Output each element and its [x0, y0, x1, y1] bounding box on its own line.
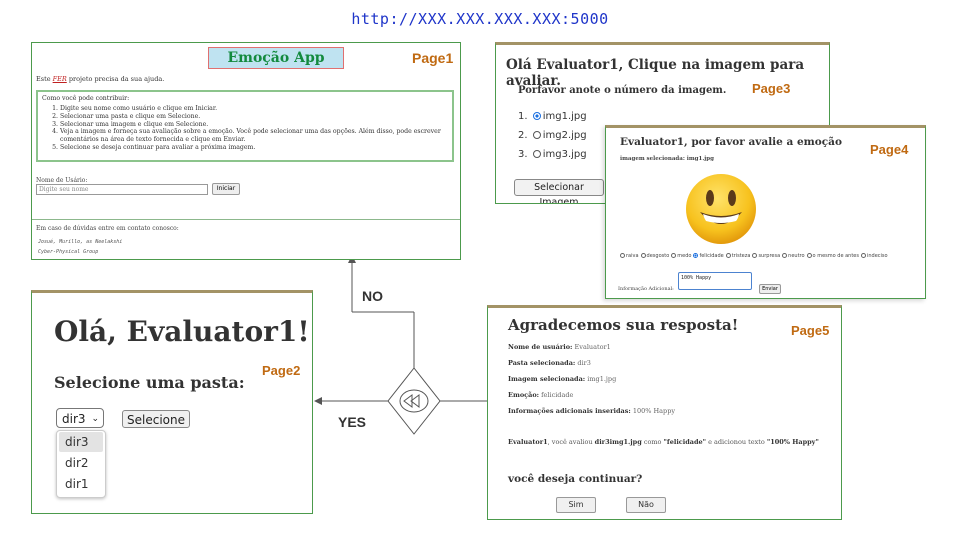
image-radio-2[interactable]: 2. img2.jpg — [518, 130, 587, 141]
yes-button[interactable]: Sim — [556, 497, 596, 513]
instruction-step: Selecionar uma imagem e clique em Seleci… — [60, 121, 448, 129]
radio-icon[interactable] — [725, 253, 731, 258]
greeting-heading: Olá, Evaluator1! — [54, 315, 310, 348]
page3-label: Page3 — [752, 81, 791, 96]
emotion-option-desgosto[interactable]: desgosto — [639, 253, 669, 259]
radio-icon[interactable] — [532, 112, 541, 120]
group-text: Cyber-Physical Group — [38, 249, 99, 255]
radio-icon[interactable] — [693, 253, 699, 258]
response-row: Imagem selecionada: img1.jpg — [508, 375, 617, 383]
intro-text: Este FER projeto precisa da sua ajuda. — [36, 75, 165, 83]
radio-icon[interactable] — [532, 150, 541, 158]
image-radio-3[interactable]: 3. img3.jpg — [518, 149, 587, 160]
emotion-option-o-mesmo-de-antes[interactable]: o mesmo de antes — [805, 253, 859, 259]
instructions-box: Como você pode contribuir: Digite seu no… — [36, 90, 454, 162]
select-image-button[interactable]: Selecionar Imagem — [514, 179, 604, 203]
select-folder-button[interactable]: Selecione — [122, 410, 190, 428]
page2-panel: Olá, Evaluator1! Selecione uma pasta: Pa… — [31, 290, 313, 514]
folder-option-dir3[interactable]: dir3 — [59, 432, 103, 452]
image-select-title: Olá Evaluator1, Clique na imagem para av… — [506, 57, 805, 89]
page2-label: Page2 — [262, 363, 301, 378]
emotion-option-tristeza[interactable]: tristeza — [724, 253, 750, 259]
response-row: Emoção: felicidade — [508, 391, 574, 399]
additional-info-label: Informação Adicional: — [618, 286, 674, 292]
authors-text: Josué, Murillo, as Neelakshi — [38, 239, 123, 245]
response-row: Pasta selecionada: dir3 — [508, 359, 591, 367]
username-input[interactable]: Digite seu nome — [36, 184, 208, 195]
authors-block: Josué, Murillo, as Neelakshi Cyber-Physi… — [38, 237, 122, 257]
page5-label: Page5 — [791, 323, 830, 338]
yes-label: YES — [338, 414, 367, 430]
server-url: http://XXX.XXX.XXX.XXX:5000 — [351, 10, 609, 28]
emotion-option-raiva[interactable]: raiva — [618, 253, 639, 259]
rewind-icon — [399, 389, 429, 413]
continue-question: você deseja continuar? — [508, 473, 643, 485]
page4-label: Page4 — [870, 142, 909, 157]
folder-dropdown: dir3 dir2 dir1 — [56, 430, 106, 498]
additional-info-textarea[interactable]: 100% Happy — [678, 272, 752, 290]
radio-icon[interactable] — [532, 131, 541, 139]
folder-prompt: Selecione uma pasta: — [54, 373, 245, 392]
folder-option-dir2[interactable]: dir2 — [65, 456, 89, 470]
instructions-list: Digite seu nome como usuário e clique em… — [42, 105, 448, 152]
start-button[interactable]: Iniciar — [212, 183, 240, 195]
instructions-title: Como você pode contribuir: — [42, 95, 130, 102]
radio-icon[interactable] — [671, 253, 677, 258]
response-row: Nome de usuário: Evaluator1 — [508, 343, 611, 351]
divider — [32, 219, 460, 220]
instruction-step: Veja a imagem e forneça sua avaliação so… — [60, 128, 448, 144]
username-label: Nome de Usário: — [36, 177, 88, 184]
page5-panel: Agradecemos sua resposta! Page5 Nome de … — [487, 305, 842, 520]
radio-icon[interactable] — [620, 253, 625, 258]
chevron-down-icon: ⌄ — [91, 414, 99, 424]
decision-diamond — [387, 367, 441, 435]
app-title: Emoção App — [208, 47, 344, 69]
summary-text: Evaluator1, você avaliou dir3img1.jpg co… — [508, 438, 819, 446]
instruction-step: Selecione se deseja continuar para avali… — [60, 144, 448, 152]
smiley-face-image — [686, 174, 756, 244]
emotion-option-neutro[interactable]: neutro — [780, 253, 805, 259]
radio-icon[interactable] — [640, 253, 646, 258]
no-label: NO — [362, 288, 383, 304]
thanks-title: Agradecemos sua resposta! — [508, 316, 739, 334]
no-button[interactable]: Não — [626, 497, 666, 513]
selected-image-text: imagem selecionada: img1.jpg — [620, 156, 714, 162]
page1-panel: Emoção App Page1 Este FER projeto precis… — [31, 42, 461, 260]
send-button[interactable]: Enviar — [759, 284, 781, 294]
emotion-option-surpresa[interactable]: surpresa — [750, 253, 780, 259]
image-radio-1[interactable]: 1. img1.jpg — [518, 111, 587, 122]
emotion-option-indeciso[interactable]: indeciso — [859, 253, 888, 259]
emotion-option-felicidade[interactable]: felicidade — [691, 253, 724, 259]
radio-icon[interactable] — [860, 253, 866, 258]
radio-icon[interactable] — [782, 253, 788, 258]
radio-icon[interactable] — [752, 253, 758, 258]
rate-title: Evaluator1, por favor avalie a emoção — [620, 136, 842, 148]
folder-option-dir1[interactable]: dir1 — [65, 477, 89, 491]
instruction-step: Digite seu nome como usuário e clique em… — [60, 105, 448, 113]
contact-text: Em caso de dúvidas entre em contato cono… — [36, 225, 179, 232]
folder-select[interactable]: dir3⌄ — [56, 408, 104, 428]
fer-link[interactable]: FER — [52, 75, 67, 83]
response-row: Informações adicionais inseridas: 100% H… — [508, 407, 676, 415]
image-select-subtitle: Porfavor anote o número da imagem. — [518, 85, 727, 96]
page4-panel: Evaluator1, por favor avalie a emoção Pa… — [605, 125, 926, 299]
emotion-option-medo[interactable]: medo — [669, 253, 691, 259]
radio-icon[interactable] — [806, 253, 812, 258]
page1-label: Page1 — [412, 50, 454, 66]
instruction-step: Selecionar uma pasta e clique em Selecio… — [60, 113, 448, 121]
